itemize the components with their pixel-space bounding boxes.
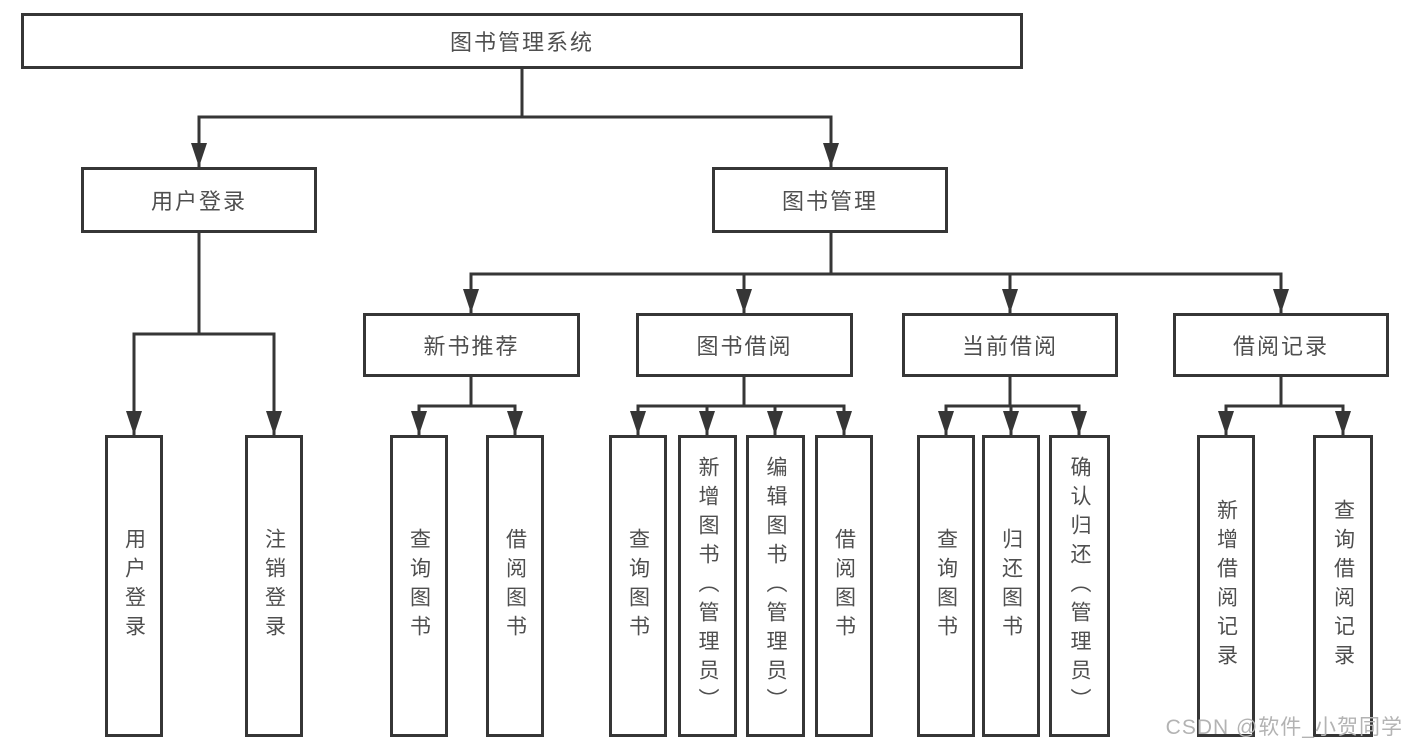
connector-user-login-leaves — [126, 233, 282, 435]
leaf-query-books-borrow: 查询图书 — [609, 435, 667, 737]
node-root-label: 图书管理系统 — [449, 30, 594, 55]
node-book-borrow: 图书借阅 — [636, 313, 853, 377]
connector-book-borrow-leaves — [630, 377, 852, 435]
leaf-query-books-current-label: 查询图书 — [934, 528, 958, 644]
node-book-borrow-label: 图书借阅 — [696, 334, 793, 359]
leaf-borrow-books-recommend: 借阅图书 — [486, 435, 544, 737]
node-book-management: 图书管理 — [712, 167, 948, 233]
connector-book-mgmt-to-level3 — [463, 233, 1289, 313]
leaf-query-books-current: 查询图书 — [917, 435, 975, 737]
connector-current-borrow-leaves — [938, 377, 1087, 435]
leaf-add-borrow-record-label: 新增借阅记录 — [1214, 499, 1238, 673]
leaf-return-book: 归还图书 — [982, 435, 1040, 737]
leaf-add-borrow-record: 新增借阅记录 — [1197, 435, 1255, 737]
leaf-add-book-admin-label: 新增图书（管理员） — [696, 455, 719, 717]
leaf-logout-label: 注销登录 — [262, 528, 286, 644]
leaf-confirm-return-admin-label: 确认归还（管理员） — [1068, 455, 1091, 717]
leaf-query-borrow-record: 查询借阅记录 — [1313, 435, 1373, 737]
leaf-borrow-books-borrow-label: 借阅图书 — [832, 528, 856, 644]
leaf-edit-book-admin-label: 编辑图书（管理员） — [764, 455, 787, 717]
leaf-confirm-return-admin: 确认归还（管理员） — [1049, 435, 1110, 737]
leaf-return-book-label: 归还图书 — [999, 528, 1023, 644]
connector-new-book-recommend-leaves — [411, 377, 523, 435]
leaf-user-login-label: 用户登录 — [122, 528, 146, 644]
node-current-borrow-label: 当前借阅 — [961, 334, 1058, 359]
node-new-book-recommend: 新书推荐 — [363, 313, 580, 377]
connector-borrow-records-leaves — [1218, 377, 1351, 435]
node-book-management-label: 图书管理 — [781, 189, 878, 214]
leaf-query-books-recommend-label: 查询图书 — [407, 528, 431, 644]
node-current-borrow: 当前借阅 — [902, 313, 1118, 377]
connector-root-to-level2 — [191, 69, 839, 167]
node-borrow-records: 借阅记录 — [1173, 313, 1389, 377]
node-root: 图书管理系统 — [21, 13, 1023, 69]
leaf-logout: 注销登录 — [245, 435, 303, 737]
node-user-login: 用户登录 — [81, 167, 317, 233]
node-borrow-records-label: 借阅记录 — [1232, 334, 1329, 359]
leaf-query-books-recommend: 查询图书 — [390, 435, 448, 737]
leaf-query-books-borrow-label: 查询图书 — [626, 528, 650, 644]
watermark: CSDN @软件_小贺同学 — [1165, 716, 1403, 739]
leaf-borrow-books-borrow: 借阅图书 — [815, 435, 873, 737]
leaf-borrow-books-recommend-label: 借阅图书 — [503, 528, 527, 644]
leaf-user-login: 用户登录 — [105, 435, 163, 737]
leaf-edit-book-admin: 编辑图书（管理员） — [746, 435, 805, 737]
node-user-login-label: 用户登录 — [150, 189, 247, 214]
node-new-book-recommend-label: 新书推荐 — [423, 334, 520, 359]
leaf-add-book-admin: 新增图书（管理员） — [678, 435, 737, 737]
leaf-query-borrow-record-label: 查询借阅记录 — [1331, 499, 1355, 673]
